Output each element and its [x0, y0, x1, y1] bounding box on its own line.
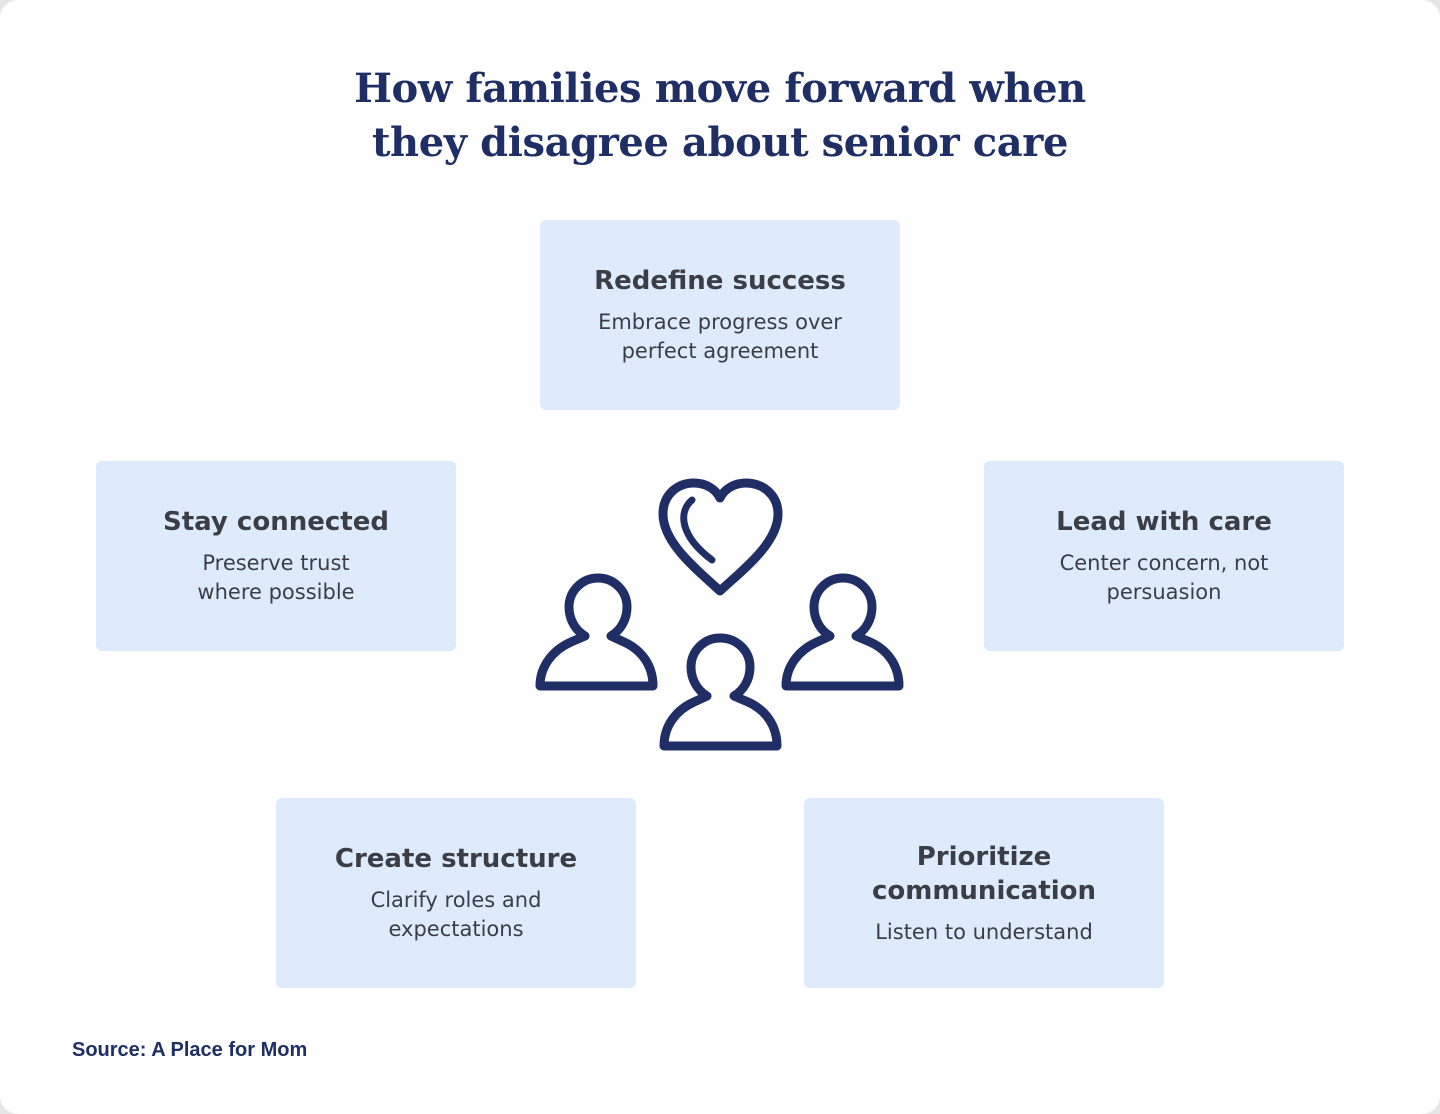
card-description: Preserve trust where possible [197, 551, 355, 604]
card-title: Lead with care [1056, 507, 1272, 537]
heart-icon [658, 478, 783, 596]
family-with-heart-icon [535, 478, 904, 751]
person-middle-icon [659, 633, 782, 751]
source-note: Source: A Place for Mom [72, 1039, 308, 1061]
heart-highlight [680, 496, 716, 564]
card-title: Prioritize communication [871, 841, 1097, 906]
person-right-icon [781, 573, 904, 691]
card-description: Center concern, not persuasion [1059, 551, 1269, 604]
page-title: How families move forward when they disa… [0, 62, 1440, 170]
title-line-2: they disagree about senior care [371, 119, 1069, 166]
card-redefine-success: Redefine success Embrace progress over p… [540, 220, 900, 410]
card-description: Listen to understand [875, 919, 1093, 944]
card-stay-connected: Stay connected Preserve trust where poss… [96, 461, 456, 651]
card-title: Redefine success [594, 266, 846, 296]
card-create-structure: Create structure Clarify roles and expec… [276, 798, 636, 988]
title-line-1: How families move forward when [354, 65, 1086, 112]
card-title: Stay connected [163, 507, 389, 537]
card-lead-with-care: Lead with care Center concern, not persu… [984, 461, 1344, 651]
card-description: Clarify roles and expectations [370, 888, 542, 941]
card-description: Embrace progress over perfect agreement [598, 310, 842, 363]
card-prioritize-communication: Prioritize communication Listen to under… [804, 798, 1164, 988]
card-title: Create structure [334, 844, 578, 874]
person-left-icon [535, 573, 658, 691]
